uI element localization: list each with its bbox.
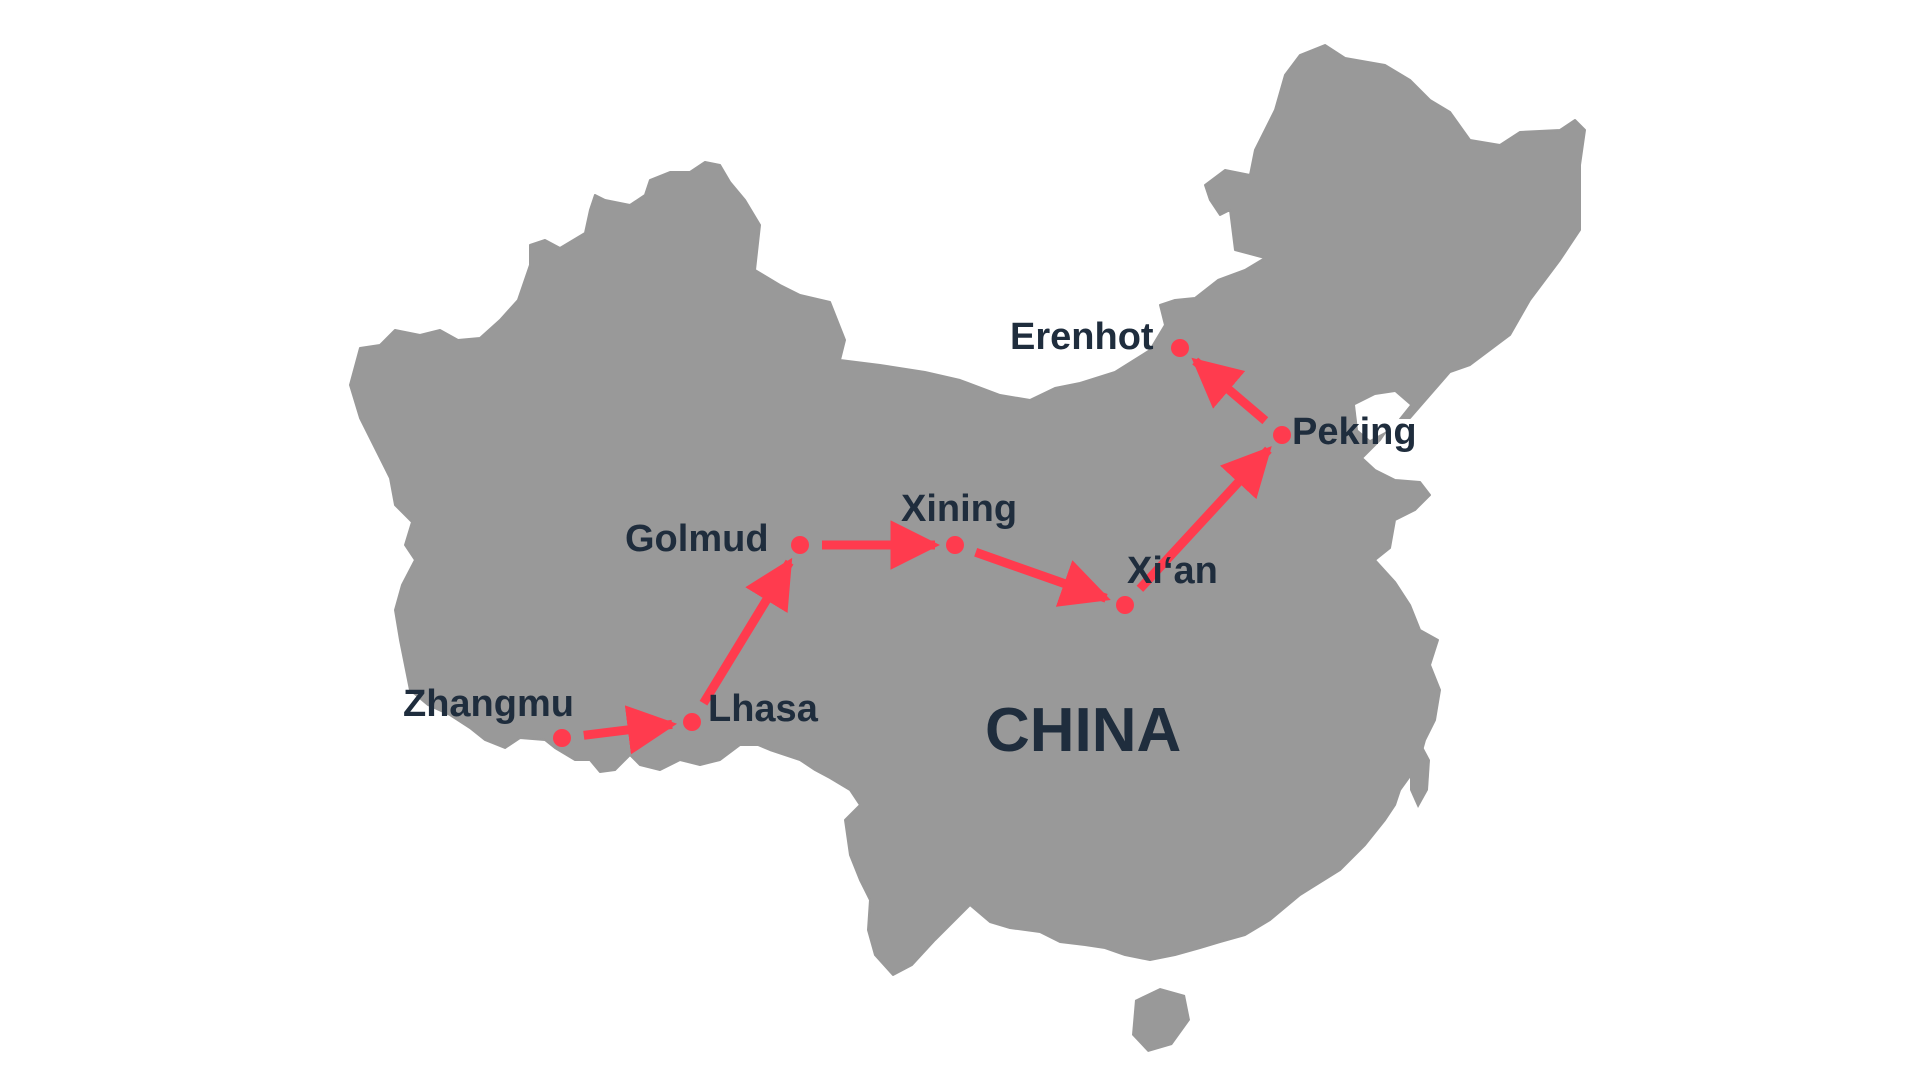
route-arrow-lhasa-to-golmud [699, 557, 794, 706]
city-label-golmud: Golmud [625, 518, 769, 560]
city-dots [553, 339, 1291, 747]
city-label-xian: Xi‘an [1127, 550, 1218, 592]
city-dot-peking [1273, 426, 1291, 444]
city-label-xining: Xining [901, 488, 1018, 530]
city-dot-xian [1116, 596, 1134, 614]
route-arrows [583, 357, 1272, 755]
city-dot-lhasa [683, 713, 701, 731]
city-dot-zhangmu [553, 729, 571, 747]
hainan-island [1132, 988, 1190, 1052]
route-arrow-zhangmu-to-lhasa [583, 705, 678, 755]
route-arrow-xining-to-xian [974, 548, 1111, 607]
city-dot-xining [946, 536, 964, 554]
country-label: CHINA [985, 696, 1182, 765]
city-label-zhangmu: Zhangmu [403, 683, 574, 725]
city-label-peking: Peking [1292, 411, 1417, 453]
city-dot-erenhot [1171, 339, 1189, 357]
city-label-erenhot: Erenhot [1010, 316, 1154, 358]
taiwan-island [1410, 745, 1430, 808]
bohai-sea [1355, 392, 1410, 440]
route-arrow-peking-to-erenhot [1191, 357, 1269, 425]
city-label-lhasa: Lhasa [708, 688, 818, 730]
city-dot-golmud [791, 536, 809, 554]
route-arrow-xian-to-peking [1136, 446, 1272, 592]
